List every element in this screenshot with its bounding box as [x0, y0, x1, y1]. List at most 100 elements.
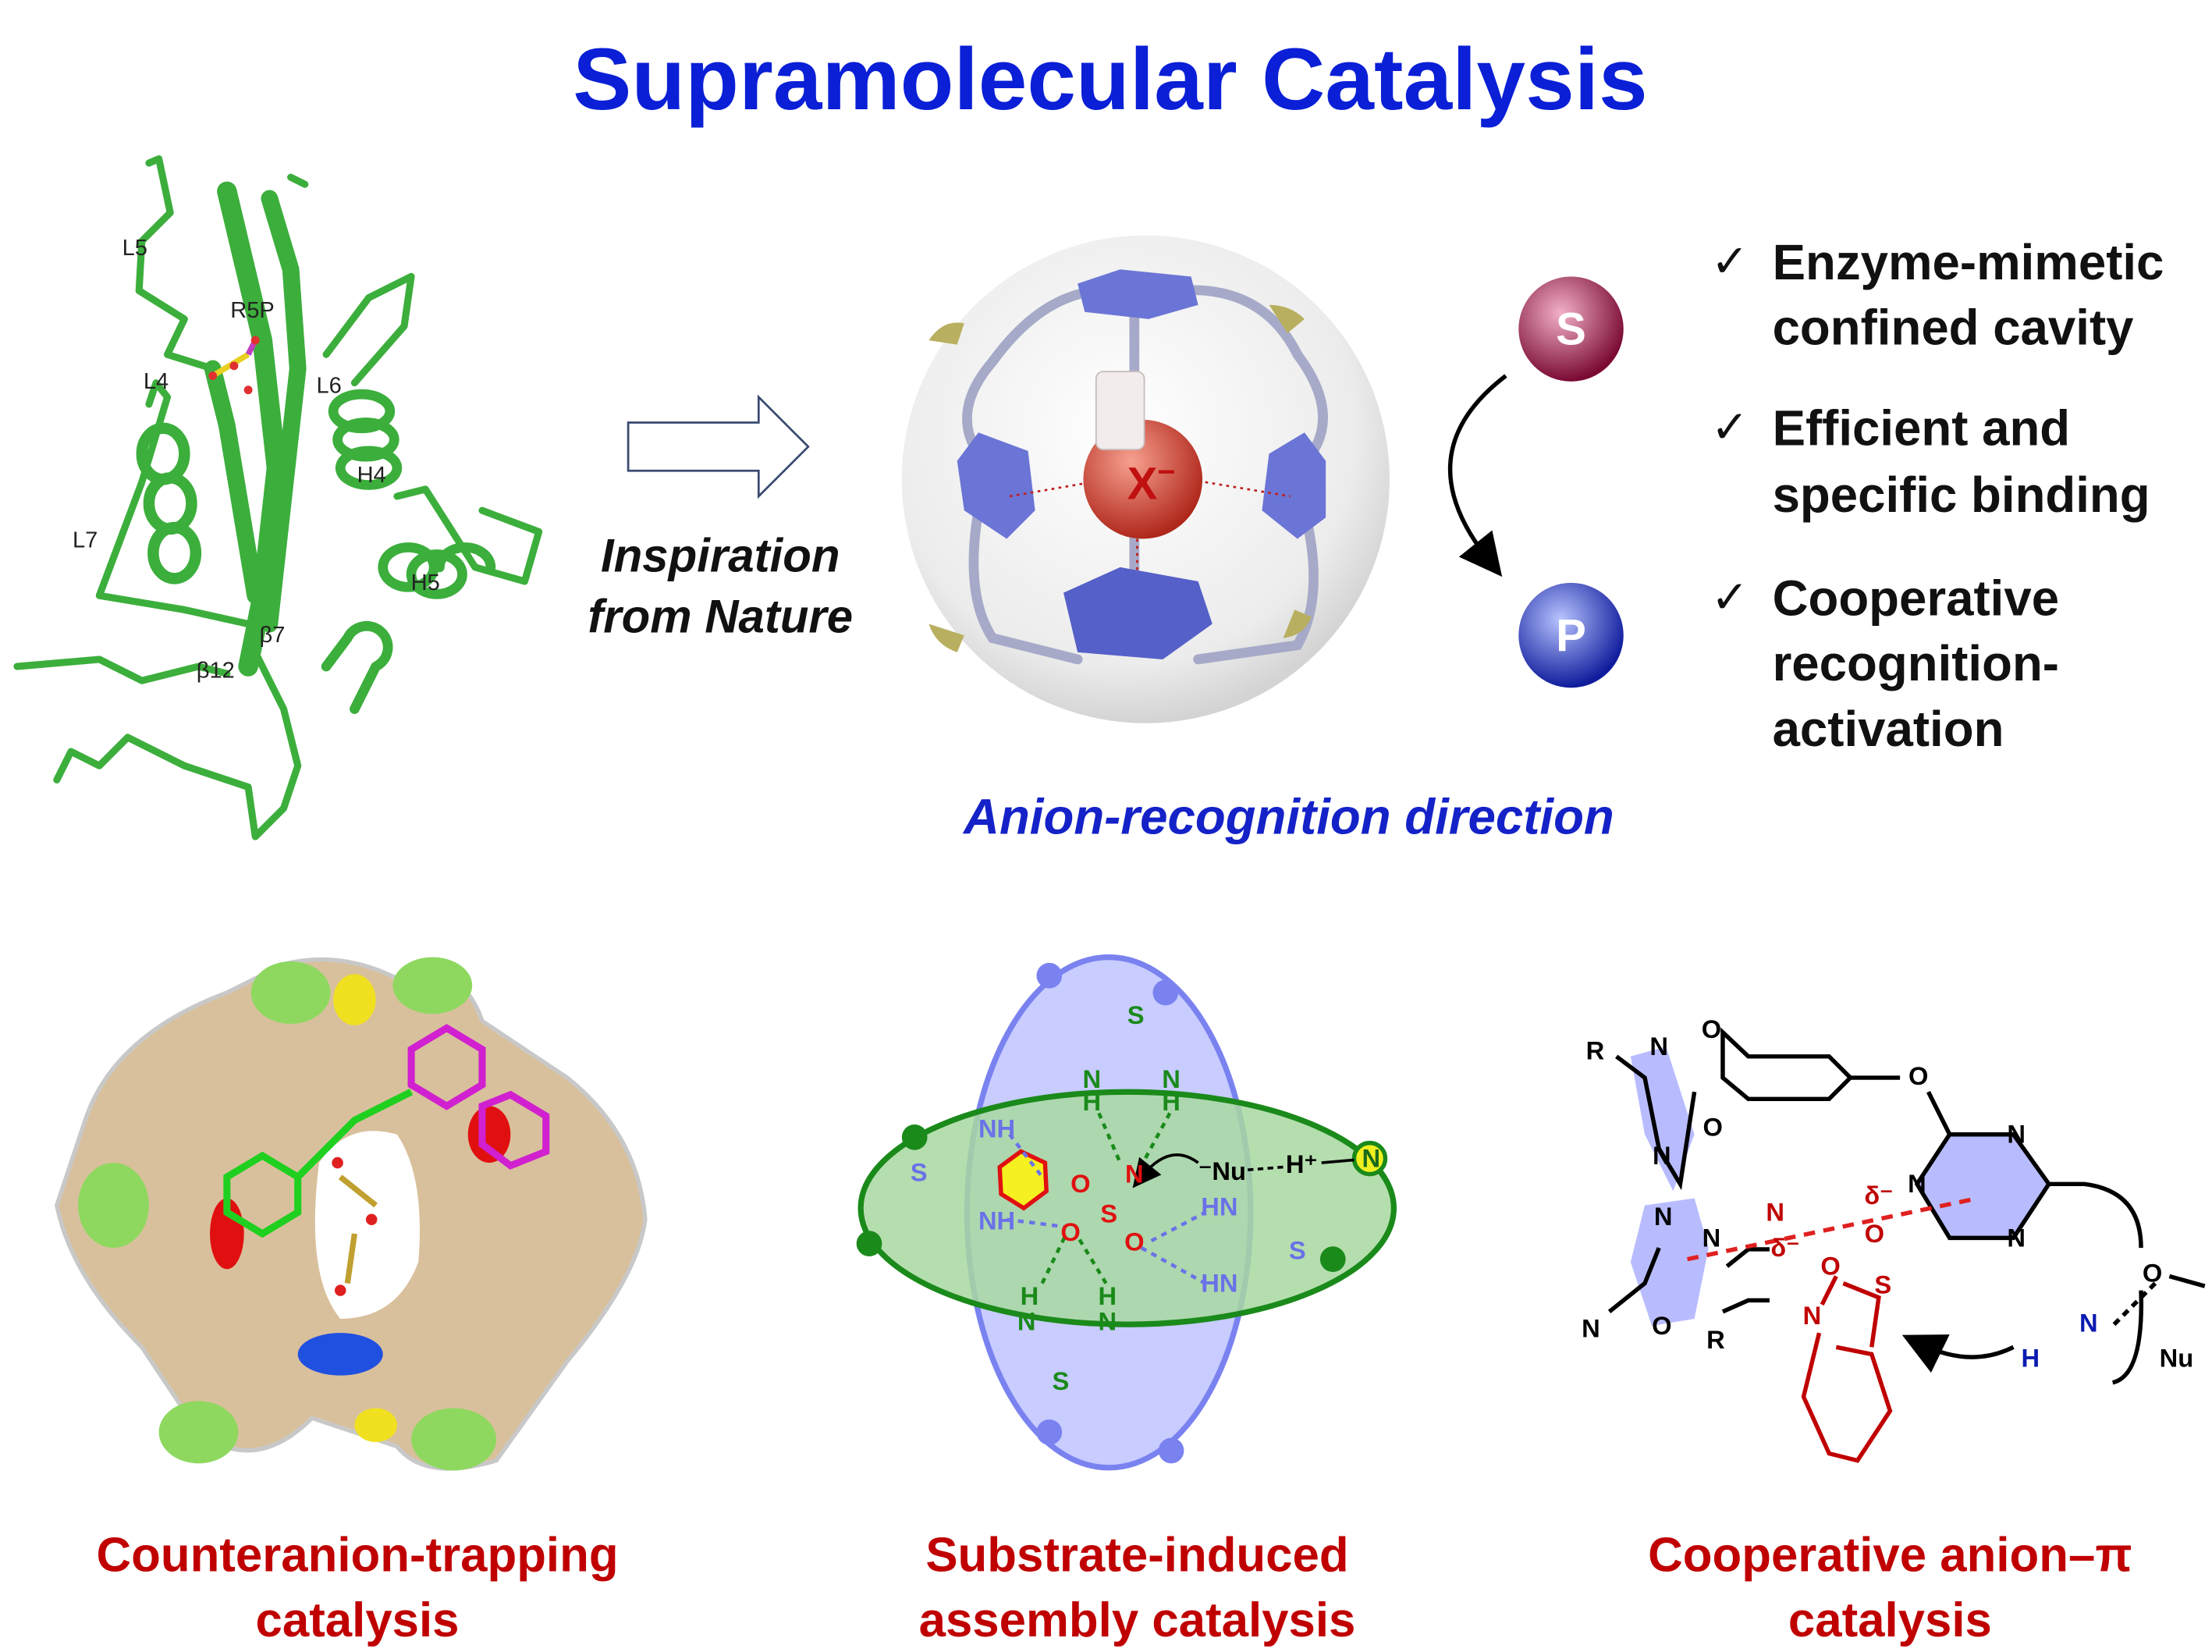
atom-label: S: [1100, 1199, 1117, 1227]
panel-captions: Counteranion-trapping catalysis Substrat…: [97, 1528, 2132, 1647]
atom-label: O: [1070, 1169, 1090, 1198]
caption-substrate-induced-line2: assembly catalysis: [919, 1593, 1356, 1647]
atom-label: O: [2143, 1259, 2162, 1288]
substrate-fragment: [1686, 1195, 1979, 1463]
substrate-label: S: [1556, 304, 1586, 355]
feature-list: ✓ Enzyme-mimetic confined cavity ✓ Efficient…: [1711, 235, 2164, 757]
feature-text: specific binding: [1773, 467, 2150, 523]
checkmark-icon: ✓: [1711, 236, 1749, 286]
hollow-arrow-icon: [627, 394, 810, 499]
atom-label: O: [1703, 1113, 1723, 1142]
atom-label: O: [1060, 1217, 1080, 1246]
atom-label: O: [1702, 1014, 1721, 1043]
atom-label: HN: [1201, 1268, 1237, 1297]
feature-text: Enzyme-mimetic: [1773, 235, 2164, 290]
atom-label: S: [1874, 1270, 1891, 1299]
caption-substrate-induced-line1: Substrate-induced: [925, 1528, 1348, 1582]
atom-label: O: [1124, 1227, 1144, 1256]
atom-label: N: [2007, 1120, 2026, 1149]
feature-text: confined cavity: [1773, 300, 2135, 356]
protein-label: β12: [197, 659, 235, 684]
atom-label: H: [1099, 1281, 1117, 1310]
feature-text: Cooperative: [1773, 571, 2060, 627]
atom-label: N: [1083, 1064, 1102, 1093]
atom-label: O: [1908, 1061, 1928, 1090]
atom-label: N: [1362, 1144, 1381, 1173]
atom-label: H: [1083, 1087, 1102, 1116]
atom-label: N: [1908, 1169, 1926, 1198]
atom-label: R: [1706, 1325, 1725, 1354]
atom-label: S: [1289, 1236, 1306, 1265]
atom-label: δ⁻: [1864, 1181, 1893, 1210]
atom-label: N: [1125, 1160, 1144, 1188]
protein-label: β7: [260, 623, 286, 648]
atom-label: N: [1017, 1307, 1036, 1336]
protein-label: L6: [317, 373, 342, 398]
atom-label: S: [911, 1158, 928, 1187]
atom-label: N: [1162, 1064, 1181, 1093]
feature-text: activation: [1773, 702, 2004, 757]
protein-ribbon-structure: [13, 155, 543, 840]
direction-label: Anion-recognition direction: [962, 789, 1614, 844]
atom-label: N: [1649, 1032, 1668, 1060]
atom-label: H⁺: [1286, 1149, 1318, 1178]
atom-label: HN: [1201, 1192, 1237, 1220]
protein-label: H5: [411, 570, 440, 595]
atom-label: Nu: [2160, 1344, 2194, 1373]
caption-counteranion-line2: catalysis: [256, 1593, 460, 1647]
atom-label: O: [1865, 1219, 1884, 1248]
atom-label: NH: [978, 1114, 1015, 1142]
atom-label: H: [2021, 1344, 2040, 1373]
atom-label: N: [1654, 1202, 1673, 1231]
product-label: P: [1556, 610, 1586, 661]
product-ball: [1518, 582, 1624, 688]
molecular-cage-model: X−: [901, 235, 1390, 723]
anion-charge: −: [1157, 455, 1175, 489]
atom-label: N: [1702, 1223, 1721, 1252]
counteranion-trapping-surface-model: [54, 957, 648, 1471]
inspiration-line2: from Nature: [588, 590, 853, 642]
substrate-induced-assembly-model: [856, 954, 1397, 1471]
atom-label: ⁻Nu: [1198, 1156, 1246, 1185]
checkmark-icon: ✓: [1711, 572, 1749, 623]
r5p-ligand: [208, 336, 260, 395]
atom-label: S: [1127, 1000, 1145, 1029]
protein-label: L5: [122, 236, 147, 261]
atom-label: H: [1021, 1281, 1039, 1310]
atom-label: H: [1162, 1087, 1181, 1116]
checkmark-icon: ✓: [1711, 402, 1749, 453]
atom-label: N: [2079, 1308, 2098, 1337]
page-title: Supramolecular Catalysis: [573, 30, 1648, 128]
atom-label: O: [1820, 1252, 1840, 1281]
catalytic-cycle: S P: [1447, 276, 1624, 688]
conversion-arrow-icon: [1447, 374, 1507, 577]
atom-label: NH: [978, 1206, 1015, 1235]
feature-text: recognition-: [1773, 636, 2059, 691]
protein-label: L4: [144, 369, 169, 394]
atom-label: S: [1052, 1366, 1069, 1395]
caption-anion-pi-line1: Cooperative anion–π: [1648, 1528, 2132, 1582]
atom-label: N: [2007, 1223, 2026, 1252]
anion-pi-catalyst-structure: [1607, 1027, 2206, 1385]
atom-label: N: [1582, 1314, 1600, 1343]
anion-symbol: X: [1127, 459, 1158, 510]
atom-label: δ⁻: [1770, 1233, 1799, 1262]
caption-counteranion-line1: Counteranion-trapping: [97, 1528, 619, 1582]
substrate-ball: [1518, 276, 1624, 382]
atom-label: R: [1586, 1036, 1605, 1064]
svg-text:X−: X−: [1127, 455, 1176, 510]
atom-label: N: [1803, 1301, 1822, 1330]
atom-label: N: [1653, 1141, 1671, 1170]
atom-label: N: [1099, 1307, 1117, 1336]
feature-text: Efficient and: [1773, 401, 2071, 457]
protein-label: H4: [357, 463, 386, 488]
caption-anion-pi-line2: catalysis: [1788, 1593, 1992, 1647]
protein-label: R5P: [230, 298, 275, 323]
protein-label: L7: [73, 528, 98, 552]
atom-label: N: [1766, 1198, 1784, 1227]
atom-label: O: [1652, 1311, 1671, 1340]
